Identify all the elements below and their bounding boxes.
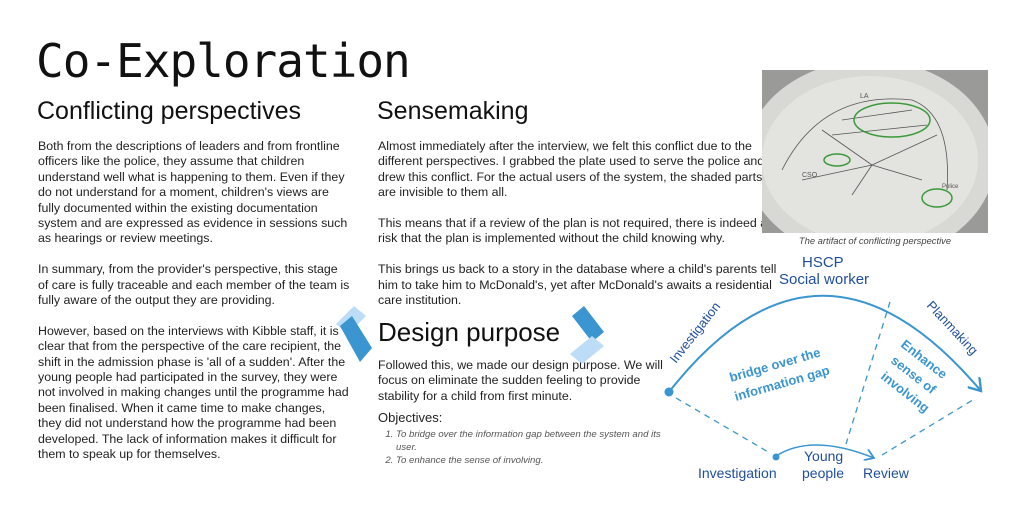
design-text: Followed this, we made our design purpos…	[378, 358, 663, 403]
conflicting-heading: Conflicting perspectives	[37, 97, 302, 125]
design-purpose-text: Followed this, we made our design purpos…	[378, 358, 668, 467]
chevron-left-icon	[336, 306, 372, 362]
plate-photo: LA CSO Police	[762, 70, 988, 233]
sketch-label: Police	[942, 184, 959, 190]
paragraph: This means that if a review of the plan …	[378, 216, 768, 246]
bottom-mid-label: Young	[804, 448, 843, 464]
start-dot	[664, 387, 674, 397]
arc-left-label: Investigation	[667, 299, 724, 366]
sketch-label: CSO	[802, 172, 818, 179]
sensemaking-text: Almost immediately after the interview, …	[378, 139, 778, 324]
bottom-left-label: Investigation	[698, 465, 777, 481]
paragraph: However, based on the interviews with Ki…	[38, 323, 349, 462]
paragraph: Almost immediately after the interview, …	[378, 139, 765, 200]
objectives-title: Objectives:	[378, 410, 443, 426]
objective-item: To bridge over the information gap betwe…	[396, 428, 668, 454]
objectives-list: To bridge over the information gap betwe…	[378, 428, 668, 467]
sketch-label: LA	[860, 93, 869, 100]
sensemaking-heading: Sensemaking	[377, 97, 529, 125]
photo-caption: The artifact of conflicting perspective	[798, 235, 952, 246]
small-start-dot	[772, 453, 780, 461]
objective-item: To enhance the sense of involving.	[396, 454, 668, 467]
paragraph: In summary, from the provider's perspect…	[38, 262, 350, 308]
bottom-right-label: Review	[863, 465, 910, 481]
paragraph: This brings us back to a story in the da…	[378, 262, 777, 308]
top-label: HSCP	[802, 254, 844, 271]
bottom-mid-label: people	[802, 465, 844, 481]
design-purpose-heading: Design purpose	[378, 317, 561, 347]
conflicting-text: Both from the descriptions of leaders an…	[38, 139, 350, 478]
arc-right-label: Planmaking	[924, 298, 981, 358]
paragraph: Both from the descriptions of leaders an…	[38, 139, 348, 246]
main-arc	[668, 294, 981, 392]
page-title: Co-Exploration	[36, 34, 411, 88]
chevron-right-icon	[570, 306, 604, 364]
small-arc	[775, 444, 874, 458]
top-label: Social worker	[779, 271, 869, 288]
